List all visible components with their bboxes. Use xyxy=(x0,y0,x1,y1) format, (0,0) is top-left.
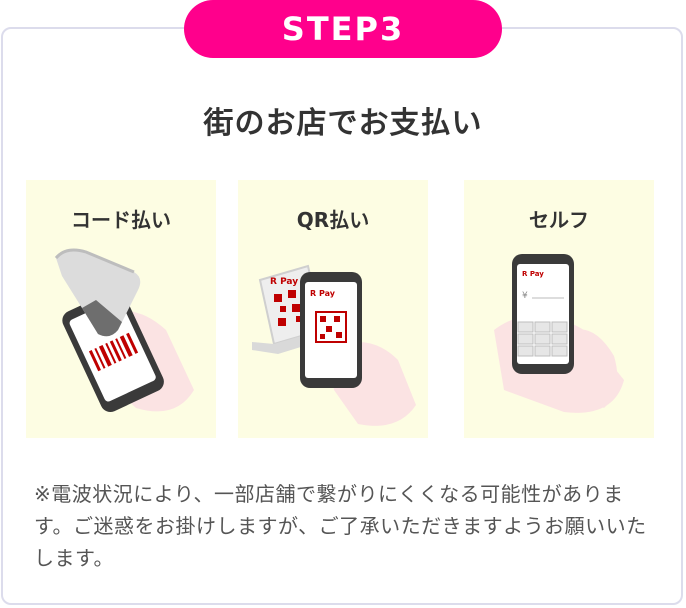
connectivity-note: ※電波状況により、一部店舗で繋がりにくくなる可能性があります。ご迷惑をお掛けしま… xyxy=(34,482,647,570)
step-badge: STEP3 xyxy=(184,0,502,58)
svg-text:R Pay: R Pay xyxy=(270,277,298,287)
panel-label: セルフ xyxy=(529,208,589,232)
panel-label: QR払い xyxy=(296,208,370,232)
panel-qr-payment: QR払い R Pay R Pay xyxy=(238,180,428,438)
svg-text:R Pay: R Pay xyxy=(522,270,544,278)
self-input-illustration: R Pay ¥ xyxy=(494,254,624,413)
barcode-scan-illustration xyxy=(54,248,194,413)
svg-text:R Pay: R Pay xyxy=(310,289,336,298)
qr-scan-illustration: R Pay R Pay xyxy=(252,264,416,426)
panel-code-payment: コード払い xyxy=(26,180,216,438)
panel-label: コード払い xyxy=(71,208,171,232)
svg-text:¥: ¥ xyxy=(522,291,528,301)
panel-self-payment: セルフ R Pay ¥ xyxy=(464,180,654,438)
page-title: 街のお店でお支払い xyxy=(203,106,483,141)
